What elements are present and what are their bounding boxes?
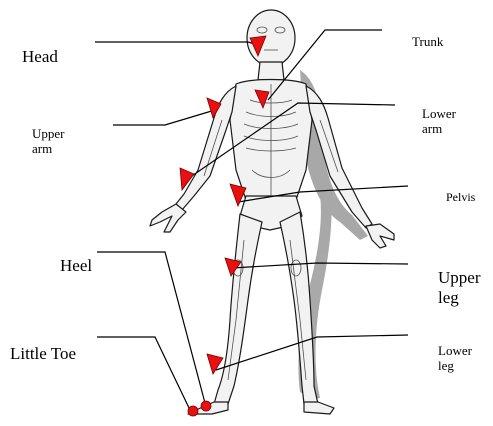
label-lower-leg: Lower leg [438,344,472,374]
left-arm-shape [176,86,236,210]
little-toe-marker [188,406,198,416]
right-hand-shape [366,224,394,248]
label-pelvis: Pelvis [446,191,475,205]
human-figure [150,10,394,414]
label-upper-arm-line2: arm [32,142,65,157]
label-upper-leg: Upper leg [438,268,480,307]
head-leader-line [95,42,262,46]
label-lower-arm-line1: Lower [422,107,456,122]
left-hand-shape [150,204,186,232]
label-lower-arm-line2: arm [422,122,456,137]
label-upper-leg-line1: Upper [438,268,480,288]
upper-arm-leader-line [113,110,215,125]
label-head: Head [22,47,58,67]
label-heel: Heel [60,256,92,276]
label-trunk: Trunk [412,35,443,50]
label-upper-leg-line2: leg [438,288,480,308]
heel-leader-line [97,252,205,403]
label-lower-arm: Lower arm [422,107,456,137]
left-leg-shape [214,214,262,404]
label-lower-leg-line1: Lower [438,344,472,359]
label-little-toe: Little Toe [10,344,76,364]
label-upper-arm-line1: Upper [32,127,65,142]
label-upper-arm: Upper arm [32,127,65,157]
little-toe-leader-line [97,337,190,410]
lower-leg-marker [207,354,223,374]
neck-shape [258,62,284,80]
right-foot-shape [304,402,334,414]
label-lower-leg-line2: leg [438,359,472,374]
heel-marker [201,401,211,411]
